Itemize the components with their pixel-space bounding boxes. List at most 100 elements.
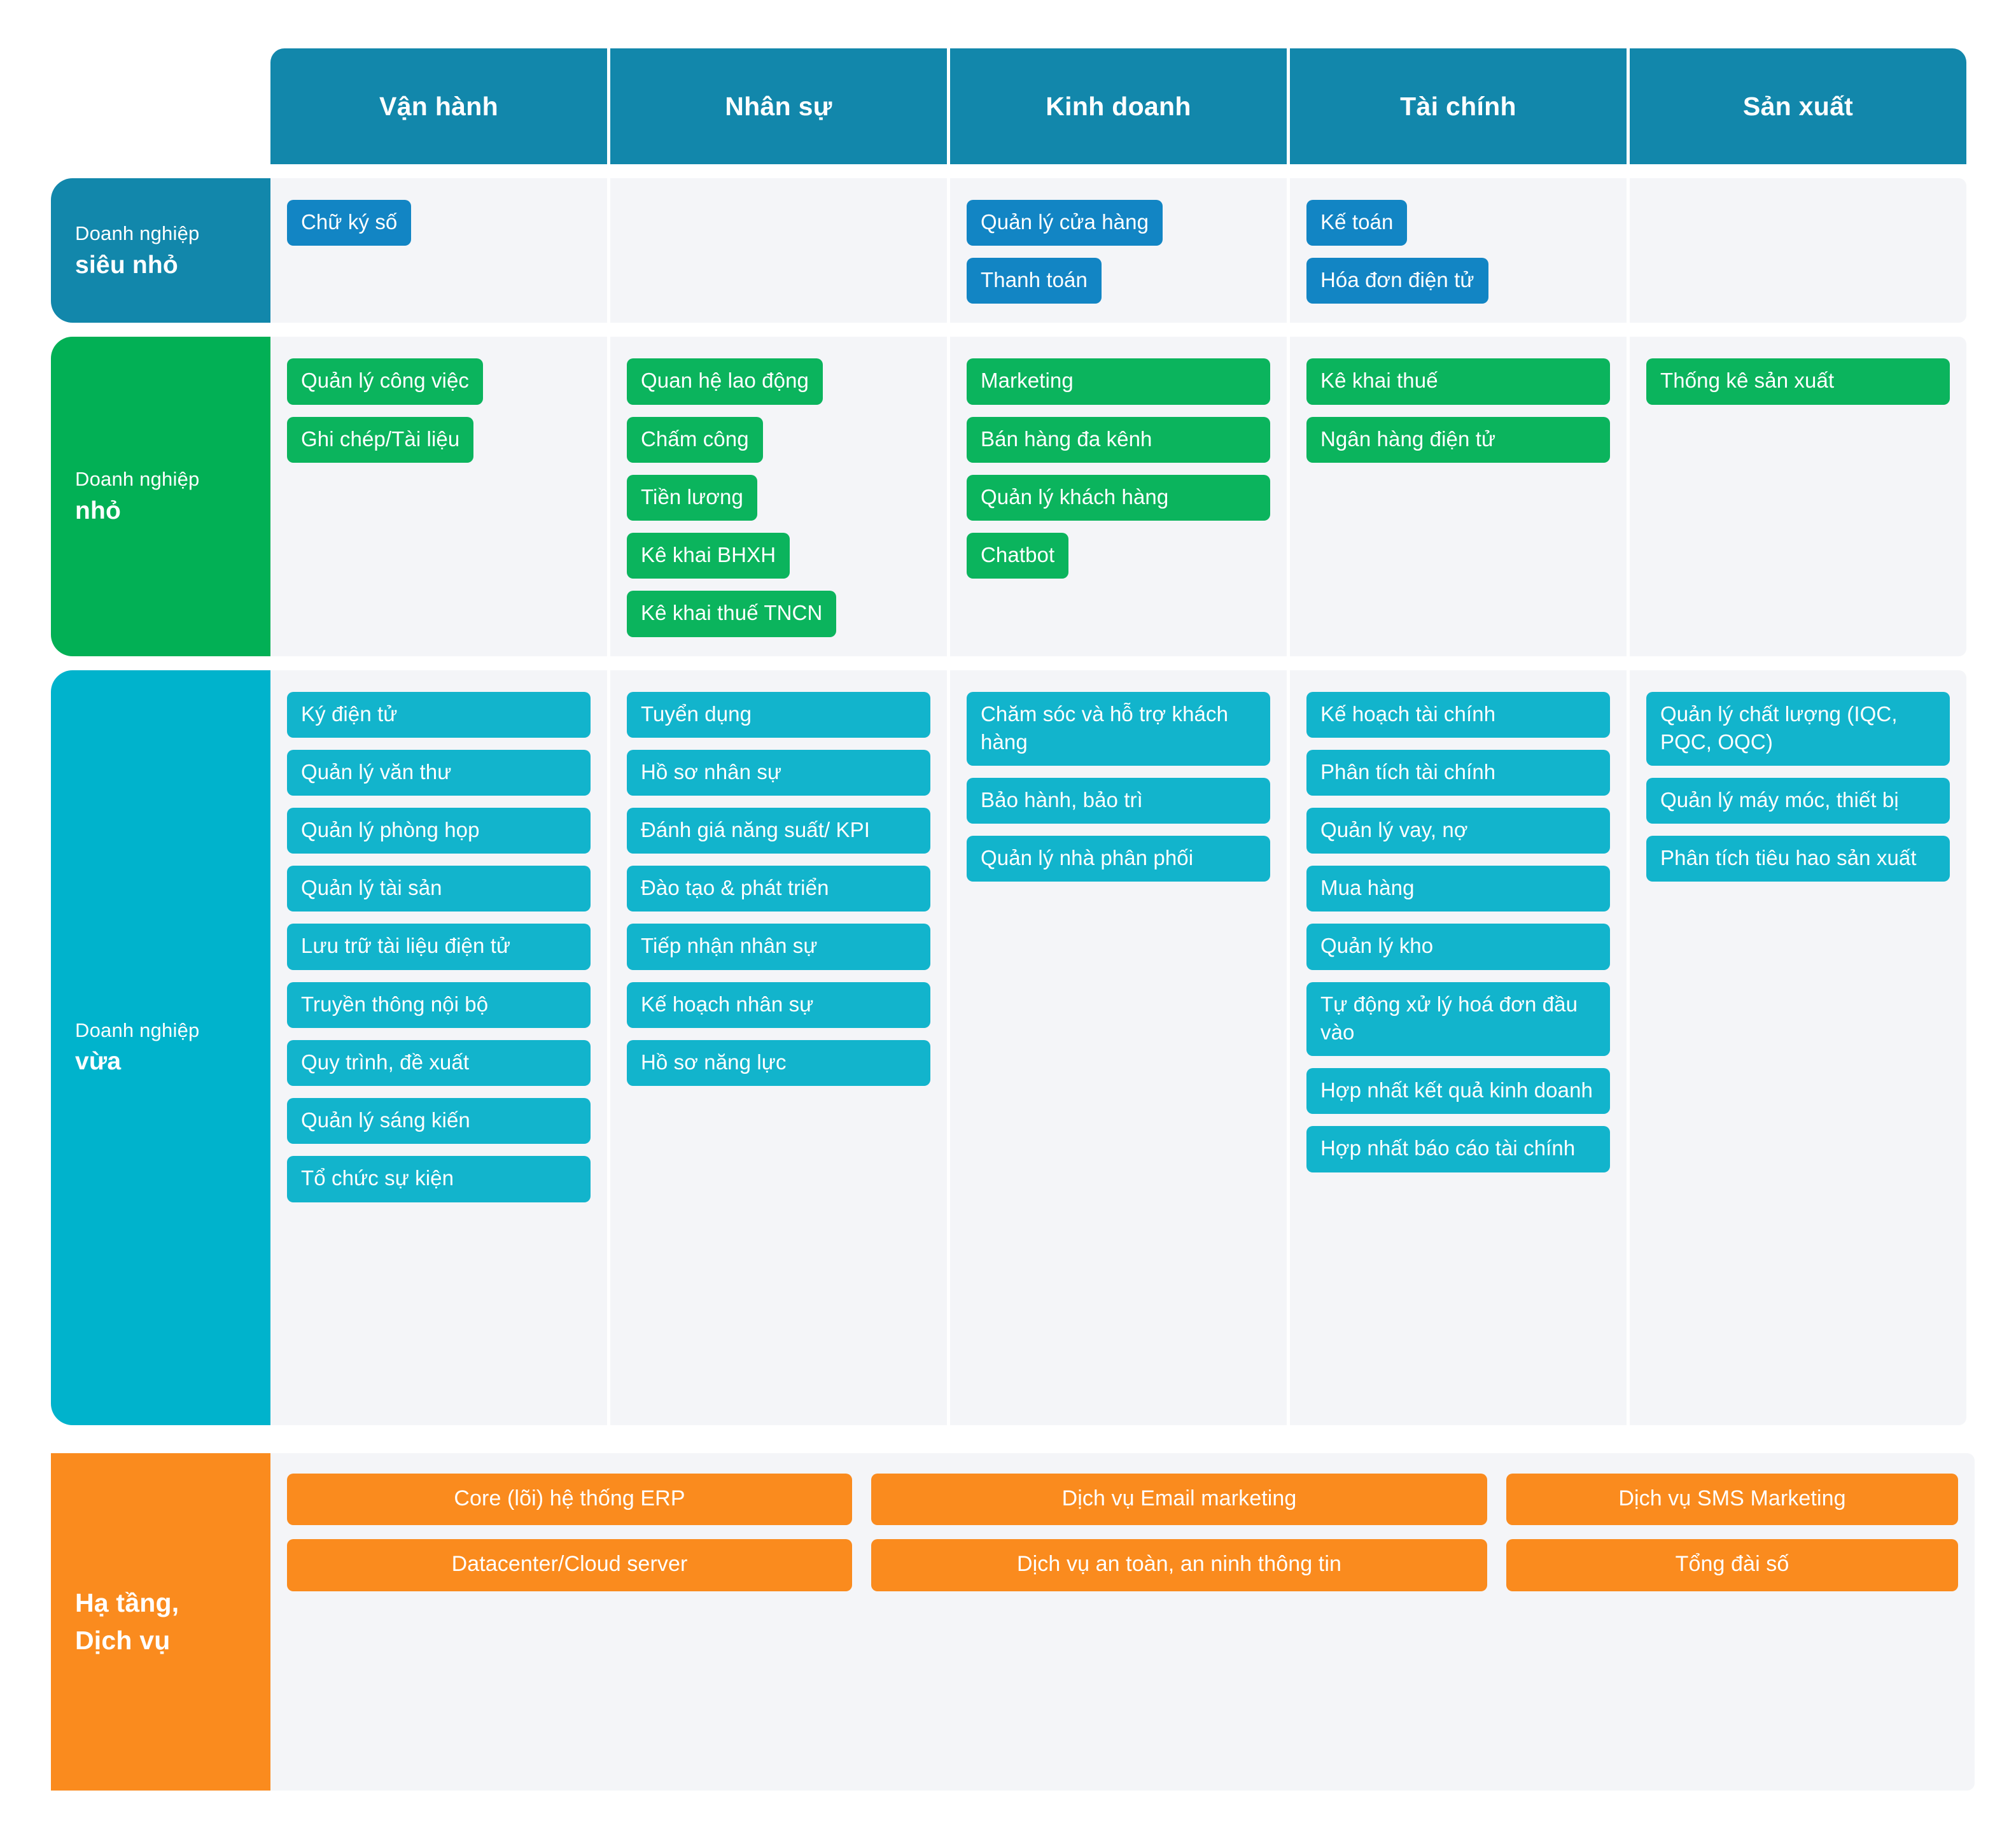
capability-chip[interactable]: Quản lý khách hàng bbox=[967, 474, 1270, 521]
capability-chip[interactable]: Hợp nhất kết quả kinh doanh bbox=[1306, 1068, 1610, 1115]
capability-chip[interactable]: Đào tạo & phát triển bbox=[627, 866, 930, 912]
capability-chip[interactable]: Quản lý cửa hàng bbox=[967, 200, 1163, 246]
capability-chip[interactable]: Quản lý kho bbox=[1306, 924, 1610, 970]
column-header-label: Nhân sự bbox=[725, 91, 832, 121]
infra-chip[interactable]: Dịch vụ an toàn, an ninh thông tin bbox=[871, 1539, 1487, 1591]
column-header-tai-chinh[interactable]: Tài chính bbox=[1290, 48, 1630, 164]
capability-chip[interactable]: Kế toán bbox=[1306, 200, 1408, 246]
cell-sieu-nho-kinh-doanh: Quản lý cửa hàng Thanh toán bbox=[950, 178, 1290, 323]
capability-chip[interactable]: Hồ sơ nhân sự bbox=[627, 749, 930, 796]
row-spacer bbox=[51, 164, 1966, 178]
capability-chip[interactable]: Quản lý vay, nợ bbox=[1306, 807, 1610, 854]
row-panel: Quản lý công việc Ghi chép/Tài liệu Quan… bbox=[270, 337, 1966, 656]
cell-nho-kinh-doanh: Marketing Bán hàng đa kênh Quản lý khách… bbox=[950, 337, 1290, 656]
capability-chip[interactable]: Lưu trữ tài liệu điện tử bbox=[287, 924, 591, 970]
row-label-vua[interactable]: Doanh nghiệp vừa bbox=[51, 670, 270, 1425]
infra-chip[interactable]: Core (lõi) hệ thống ERP bbox=[287, 1473, 852, 1526]
capability-chip[interactable]: Chấm công bbox=[627, 416, 763, 463]
infra-chip[interactable]: Datacenter/Cloud server bbox=[287, 1539, 852, 1591]
capability-chip[interactable]: Đánh giá năng suất/ KPI bbox=[627, 807, 930, 854]
capability-chip[interactable]: Quản lý văn thư bbox=[287, 749, 591, 796]
column-header-label: Vận hành bbox=[379, 91, 498, 121]
cell-sieu-nho-van-hanh: Chữ ký số bbox=[270, 178, 610, 323]
capability-chip[interactable]: Kê khai BHXH bbox=[627, 533, 790, 579]
row-label-nho[interactable]: Doanh nghiệp nhỏ bbox=[51, 337, 270, 656]
row-panel: Ký điện tử Quản lý văn thư Quản lý phòng… bbox=[270, 670, 1966, 1425]
row-label-line2: Dịch vụ bbox=[75, 1625, 171, 1655]
capability-chip[interactable]: Chăm sóc và hỗ trợ khách hàng bbox=[967, 691, 1270, 766]
row-label-line2: vừa bbox=[75, 1048, 122, 1076]
infra-panel: Core (lõi) hệ thống ERP Datacenter/Cloud… bbox=[270, 1453, 1975, 1791]
matrix-row-sieu-nho: Doanh nghiệp siêu nhỏ Chữ ký số Quản lý … bbox=[51, 178, 1966, 323]
capability-chip[interactable]: Tiền lương bbox=[627, 474, 757, 521]
row-spacer bbox=[51, 656, 1966, 670]
capability-chip[interactable]: Quy trình, đề xuất bbox=[287, 1039, 591, 1087]
row-label-line1: Doanh nghiệp bbox=[75, 1018, 200, 1041]
column-header-van-hanh[interactable]: Vận hành bbox=[270, 48, 610, 164]
cell-sieu-nho-tai-chinh: Kế toán Hóa đơn điện tử bbox=[1290, 178, 1630, 323]
capability-chip[interactable]: Phân tích tài chính bbox=[1306, 749, 1610, 796]
capability-chip[interactable]: Ghi chép/Tài liệu bbox=[287, 416, 474, 463]
cell-vua-tai-chinh: Kế hoạch tài chính Phân tích tài chính Q… bbox=[1290, 670, 1630, 1425]
infra-chip[interactable]: Tổng đài số bbox=[1506, 1539, 1958, 1591]
column-header-label: Tài chính bbox=[1400, 91, 1516, 121]
capability-chip[interactable]: Quản lý tài sản bbox=[287, 866, 591, 912]
cell-vua-van-hanh: Ký điện tử Quản lý văn thư Quản lý phòng… bbox=[270, 670, 610, 1425]
capability-chip[interactable]: Thanh toán bbox=[967, 258, 1102, 304]
capability-chip[interactable]: Hóa đơn điện tử bbox=[1306, 258, 1488, 304]
capability-chip[interactable]: Tuyển dụng bbox=[627, 691, 930, 738]
row-spacer bbox=[51, 1425, 1966, 1453]
matrix-grid: Vận hành Nhân sự Kinh doanh Tài chính Sả… bbox=[51, 48, 1975, 1791]
capability-chip[interactable]: Ngân hàng điện tử bbox=[1306, 416, 1610, 463]
row-label-line1: Doanh nghiệp bbox=[75, 222, 200, 245]
capability-chip[interactable]: Quản lý sáng kiến bbox=[287, 1098, 591, 1144]
capability-chip[interactable]: Kê khai thuế bbox=[1306, 358, 1610, 405]
capability-chip[interactable]: Quan hệ lao động bbox=[627, 358, 823, 405]
capability-chip[interactable]: Quản lý chất lượng (IQC, PQC, OQC) bbox=[1646, 691, 1950, 766]
cell-nho-tai-chinh: Kê khai thuế Ngân hàng điện tử bbox=[1290, 337, 1630, 656]
capability-chip[interactable]: Truyền thông nội bộ bbox=[287, 982, 591, 1028]
matrix-row-nho: Doanh nghiệp nhỏ Quản lý công việc Ghi c… bbox=[51, 337, 1966, 656]
capability-chip[interactable]: Kế hoạch nhân sự bbox=[627, 982, 930, 1028]
capability-chip[interactable]: Tự động xử lý hoá đơn đầu vào bbox=[1306, 982, 1610, 1057]
capability-chip[interactable]: Hồ sơ năng lực bbox=[627, 1039, 930, 1087]
capability-chip[interactable]: Tổ chức sự kiện bbox=[287, 1156, 591, 1202]
row-label-line2: nhỏ bbox=[75, 496, 122, 524]
capability-chip[interactable]: Chatbot bbox=[967, 533, 1069, 579]
infra-group-communication: Dịch vụ SMS Marketing Tổng đài số bbox=[1506, 1473, 1958, 1591]
row-panel: Chữ ký số Quản lý cửa hàng Thanh toán Kế… bbox=[270, 178, 1966, 323]
capability-chip[interactable]: Kế hoạch tài chính bbox=[1306, 691, 1610, 738]
capability-chip[interactable]: Ký điện tử bbox=[287, 691, 591, 738]
matrix-row-ha-tang-dich-vu: Hạ tầng, Dịch vụ Core (lõi) hệ thống ERP… bbox=[51, 1453, 1975, 1791]
capability-chip[interactable]: Hợp nhất báo cáo tài chính bbox=[1306, 1126, 1610, 1172]
row-label-ha-tang-dich-vu[interactable]: Hạ tầng, Dịch vụ bbox=[51, 1453, 270, 1791]
column-header-san-xuat[interactable]: Sản xuất bbox=[1630, 48, 1966, 164]
capability-chip[interactable]: Marketing bbox=[967, 358, 1270, 405]
row-label-line2: siêu nhỏ bbox=[75, 251, 178, 279]
capability-chip[interactable]: Kê khai thuế TNCN bbox=[627, 591, 837, 637]
infra-chip[interactable]: Dịch vụ Email marketing bbox=[871, 1473, 1487, 1526]
header-corner-spacer bbox=[51, 48, 270, 164]
infra-group-services: Dịch vụ Email marketing Dịch vụ an toàn,… bbox=[871, 1473, 1487, 1591]
cell-nho-van-hanh: Quản lý công việc Ghi chép/Tài liệu bbox=[270, 337, 610, 656]
row-label-line1: Doanh nghiệp bbox=[75, 468, 200, 491]
capability-chip[interactable]: Tiếp nhận nhân sự bbox=[627, 924, 930, 970]
capability-chip[interactable]: Quản lý máy móc, thiết bị bbox=[1646, 777, 1950, 824]
capability-chip[interactable]: Bán hàng đa kênh bbox=[967, 416, 1270, 463]
cell-vua-nhan-su: Tuyển dụng Hồ sơ nhân sự Đánh giá năng s… bbox=[610, 670, 950, 1425]
capability-chip[interactable]: Bảo hành, bảo trì bbox=[967, 777, 1270, 824]
capability-chip[interactable]: Chữ ký số bbox=[287, 200, 412, 246]
column-header-kinh-doanh[interactable]: Kinh doanh bbox=[950, 48, 1290, 164]
row-label-sieu-nho[interactable]: Doanh nghiệp siêu nhỏ bbox=[51, 178, 270, 323]
capability-chip[interactable]: Quản lý phòng họp bbox=[287, 807, 591, 854]
column-header-nhan-su[interactable]: Nhân sự bbox=[610, 48, 950, 164]
capability-chip[interactable]: Mua hàng bbox=[1306, 866, 1610, 912]
capability-chip[interactable]: Quản lý nhà phân phối bbox=[967, 836, 1270, 882]
column-header-strip: Vận hành Nhân sự Kinh doanh Tài chính Sả… bbox=[270, 48, 1966, 164]
infra-chip[interactable]: Dịch vụ SMS Marketing bbox=[1506, 1473, 1958, 1526]
capability-chip[interactable]: Phân tích tiêu hao sản xuất bbox=[1646, 836, 1950, 882]
capability-chip[interactable]: Thống kê sản xuất bbox=[1646, 358, 1950, 405]
capability-chip[interactable]: Quản lý công việc bbox=[287, 358, 484, 405]
column-header-label: Sản xuất bbox=[1742, 91, 1854, 121]
